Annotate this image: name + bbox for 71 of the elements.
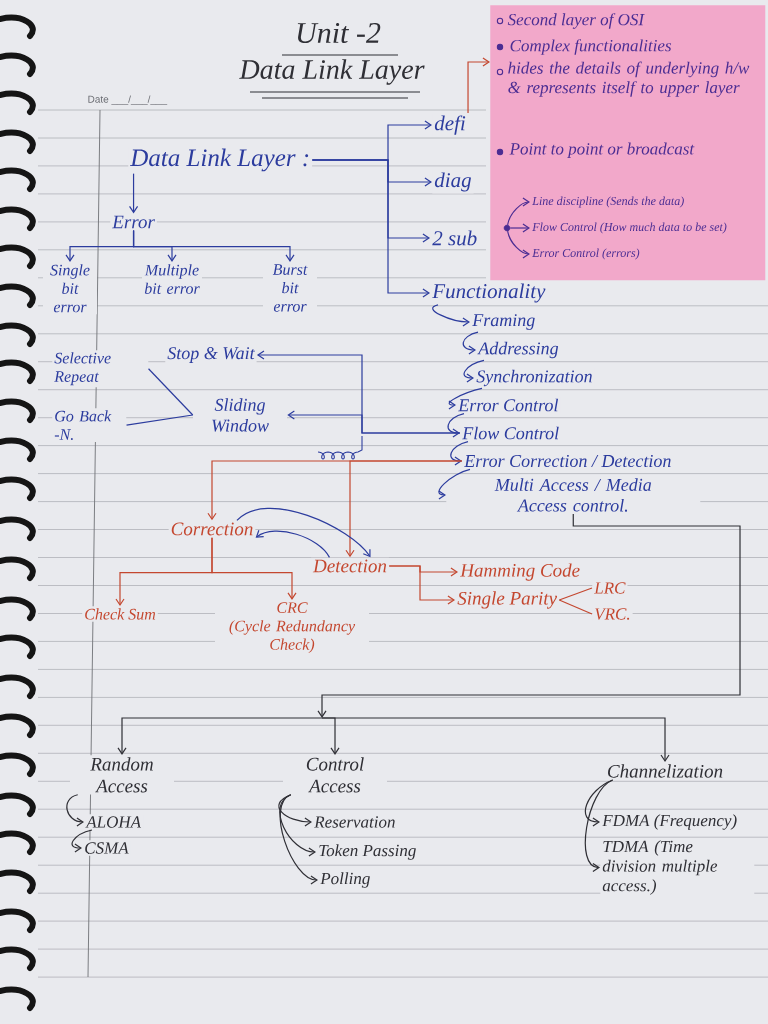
topic-label: VRC. <box>592 606 633 622</box>
topic-label: Polling <box>318 870 373 890</box>
arrow <box>509 223 530 233</box>
note-text: Second layer of OSI <box>507 13 645 29</box>
topic-label: Check Sum <box>82 606 158 622</box>
arrow <box>236 507 371 558</box>
topic-label: CRC (Cycle Redundancy Check) <box>215 600 369 656</box>
topic-label: ALOHA <box>84 814 144 830</box>
topic-label: Token Passing <box>316 842 419 862</box>
heading: Data Link Layer <box>239 59 425 85</box>
arrow <box>287 410 461 434</box>
arrow <box>345 460 463 558</box>
topic-label: diag <box>432 170 474 194</box>
note-text: Complex functionalities <box>510 39 672 55</box>
topic-label: Multi Access / Media Access control. <box>446 476 701 514</box>
topic-label: Functionality <box>430 281 548 305</box>
topic-label: CSMA <box>82 840 131 856</box>
arrow <box>388 565 455 605</box>
topic-label: Control Access <box>283 755 387 795</box>
topic-label: LRC <box>592 580 628 596</box>
topic-label: Single Parity <box>455 589 559 611</box>
connector-line <box>558 587 593 601</box>
topic-label: Hamming Code <box>458 561 583 583</box>
topic-label: Burst bit error <box>263 262 317 314</box>
arrow <box>279 794 318 885</box>
topic-label: Framing <box>470 312 538 332</box>
topic-label: Sliding Window <box>193 396 287 434</box>
arrow <box>584 779 614 873</box>
topic-label: Random Access <box>70 755 174 795</box>
arrow <box>211 537 297 600</box>
note-text: Point to point or broadcast <box>509 142 695 158</box>
arrow <box>450 441 469 466</box>
arrow <box>507 230 530 259</box>
topic-label: Reservation <box>312 814 398 830</box>
connector-line <box>558 599 593 615</box>
arrow <box>463 359 485 383</box>
note-text: Error Control (errors) <box>532 248 640 260</box>
topic-label: defi <box>432 113 468 137</box>
arrow <box>278 794 312 827</box>
topic-label: Data Link Layer : <box>128 146 313 174</box>
note-text: Line discipline (Sends the data) <box>532 196 684 208</box>
arrow <box>462 331 479 355</box>
arrow <box>255 529 331 558</box>
topic-label: Selective Repeat <box>52 350 149 388</box>
arrow <box>279 794 316 857</box>
date-line: Date ___/___/___ <box>88 95 168 105</box>
topic-label: Channelization <box>604 762 726 780</box>
arrow <box>311 159 430 298</box>
connector-line <box>125 414 194 426</box>
arrow <box>432 304 470 327</box>
arrow <box>438 468 471 500</box>
arrow <box>128 173 139 214</box>
connector-line <box>147 368 194 416</box>
topic-label: FDMA (Frequency) <box>600 812 740 832</box>
arrow <box>71 829 93 853</box>
arrow <box>467 57 490 114</box>
note-text: Flow Control (How much data to be set) <box>532 222 727 234</box>
arrow <box>447 413 465 438</box>
topic-label: Stop & Wait <box>165 345 257 365</box>
note-text: hides the details of underlying h/w & represents itself to upper layer <box>508 61 750 97</box>
title: Unit -2 <box>297 22 381 44</box>
topic-label: Addressing <box>476 339 561 361</box>
topic-label: Multiple bit error <box>142 262 202 296</box>
arrow <box>507 197 530 226</box>
arrow <box>448 387 483 410</box>
arrow <box>66 794 84 827</box>
arrow <box>132 230 295 262</box>
topic-label: TDMA (Time division multiple access.) <box>600 838 755 897</box>
topic-label: Go Back -N. <box>52 408 127 442</box>
topic-label: Synchronization <box>474 367 595 389</box>
topic-label: Single bit error <box>43 262 97 315</box>
